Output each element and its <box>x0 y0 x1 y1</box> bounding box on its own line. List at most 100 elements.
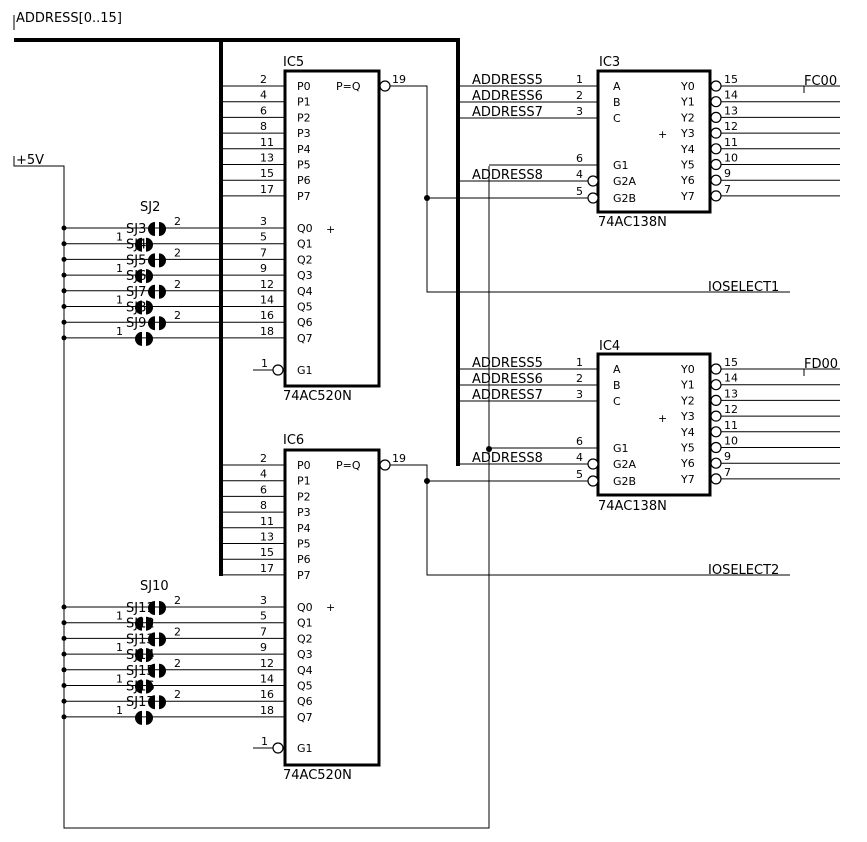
chip-ic6-name: IC6 <box>283 433 304 448</box>
y-pin-label: Y1 <box>680 379 695 392</box>
in-pin-number: 3 <box>576 388 583 401</box>
y-bubble <box>710 80 722 92</box>
q-pin-label: Q5 <box>297 680 313 693</box>
en-pin-number: 4 <box>576 168 583 181</box>
g2b-bubble <box>587 475 599 487</box>
jumper-right-half <box>159 222 166 236</box>
jumper-pin2: 2 <box>174 594 181 607</box>
jumper-left-half <box>148 222 155 236</box>
jumper-label: SJ11 <box>126 601 155 616</box>
y-bubble <box>710 426 722 438</box>
jumper-left-half <box>148 253 155 268</box>
y-pin-number: 14 <box>724 372 738 385</box>
p-pin-number: 4 <box>260 89 267 102</box>
y-pin-number: 10 <box>724 435 738 448</box>
y-pin-label: Y0 <box>680 80 695 93</box>
en-pin-number: 5 <box>576 468 583 481</box>
chip-ic5-out-pin: 19 <box>392 73 406 86</box>
y-pin-label: Y6 <box>680 174 695 187</box>
jumper-pin1: 1 <box>116 610 123 623</box>
p-pin-number: 13 <box>260 531 274 544</box>
q-junction <box>61 635 67 641</box>
y-pin-number: 7 <box>724 466 731 479</box>
p-pin-label: P6 <box>297 553 311 566</box>
en-pin-label: G1 <box>613 442 629 455</box>
jumper-left-half <box>148 632 155 647</box>
y-bubble <box>710 457 722 469</box>
p-pin-label: P0 <box>297 459 311 472</box>
jumper-left-half <box>135 331 142 346</box>
en-pin-number: 4 <box>576 451 583 464</box>
p-pin-number: 6 <box>260 483 267 496</box>
addr-net-label: ADDRESS5 <box>472 356 543 371</box>
p-pin-label: P1 <box>297 96 311 109</box>
en-pin-label: G2A <box>613 175 637 188</box>
jumper-right-half <box>146 679 153 694</box>
p-pin-number: 8 <box>260 120 267 133</box>
q-pin-label: Q6 <box>297 695 313 708</box>
p-pin-label: P2 <box>297 490 311 503</box>
in-pin-number: 2 <box>576 89 583 102</box>
in-pin-label: A <box>613 363 621 376</box>
chip-ic5-out-label: P=Q <box>336 80 361 93</box>
p-pin-label: P7 <box>297 569 311 582</box>
y-pin-label: Y5 <box>680 159 695 172</box>
in-pin-number: 1 <box>576 73 583 86</box>
in-pin-number: 3 <box>576 105 583 118</box>
jumper-left-half <box>135 648 142 663</box>
p-pin-number: 13 <box>260 152 274 165</box>
addr-net-label: ADDRESS7 <box>472 388 543 403</box>
jumper-right-half <box>146 269 153 284</box>
q-pin-number: 3 <box>260 215 267 228</box>
jumper-right-half <box>159 316 166 331</box>
en-pin-number: 5 <box>576 185 583 198</box>
jumper-pin1: 1 <box>116 294 123 307</box>
decoder-ic4-part: 74AC138N <box>598 499 667 514</box>
p-pin-label: P3 <box>297 506 311 519</box>
jumper-left-half <box>135 300 142 315</box>
chip-ic5-name: IC5 <box>283 55 304 70</box>
p-pin-label: P4 <box>297 143 311 156</box>
fd00-label: FD00 <box>804 357 838 372</box>
p-pin-number: 15 <box>260 546 274 559</box>
p-pin-number: 17 <box>260 562 274 575</box>
q-junction <box>61 651 67 657</box>
jumper-pin2: 2 <box>174 657 181 670</box>
jumper-label: SJ3 <box>126 222 146 237</box>
y-pin-number: 13 <box>724 387 738 400</box>
jumper-pin2: 2 <box>174 246 181 259</box>
y-bubble <box>710 379 722 391</box>
q-junction <box>61 698 67 704</box>
q-junction <box>61 256 67 262</box>
ioselect1-label: IOSELECT1 <box>708 280 779 295</box>
jumper-label: SJ4 <box>126 238 146 253</box>
y-pin-number: 15 <box>724 356 738 369</box>
en-pin-number: 6 <box>576 152 583 165</box>
in-pin-label: C <box>613 112 621 125</box>
y-pin-number: 11 <box>724 419 738 432</box>
jumper-left-half <box>135 616 142 631</box>
p-pin-number: 2 <box>260 73 267 86</box>
jumper-right-half <box>159 601 166 615</box>
jumper-label: SJ8 <box>126 301 146 316</box>
decoder-ic3-name: IC3 <box>599 55 620 70</box>
q-pin-label: Q5 <box>297 301 313 314</box>
en-net-label: ADDRESS8 <box>472 168 543 183</box>
q-pin-number: 14 <box>260 673 274 686</box>
en-pin-label: G2A <box>613 458 637 471</box>
y-pin-label: Y6 <box>680 457 695 470</box>
p-pin-label: P5 <box>297 538 311 551</box>
q-pin-number: 18 <box>260 325 274 338</box>
q-junction <box>61 620 67 626</box>
q-pin-number: 18 <box>260 704 274 717</box>
jumper-right-half <box>159 632 166 647</box>
q-pin-label: Q2 <box>297 253 313 266</box>
jumper-left-half <box>135 269 142 284</box>
q-pin-label: Q0 <box>297 222 313 235</box>
y-pin-number: 13 <box>724 104 738 117</box>
chip-ic6: IC6 74AC520N P=Q + 2P04P16P28P311P413P51… <box>61 433 790 783</box>
power-rail: +5V <box>13 153 492 829</box>
y-bubble <box>710 174 722 186</box>
p-pin-number: 15 <box>260 167 274 180</box>
